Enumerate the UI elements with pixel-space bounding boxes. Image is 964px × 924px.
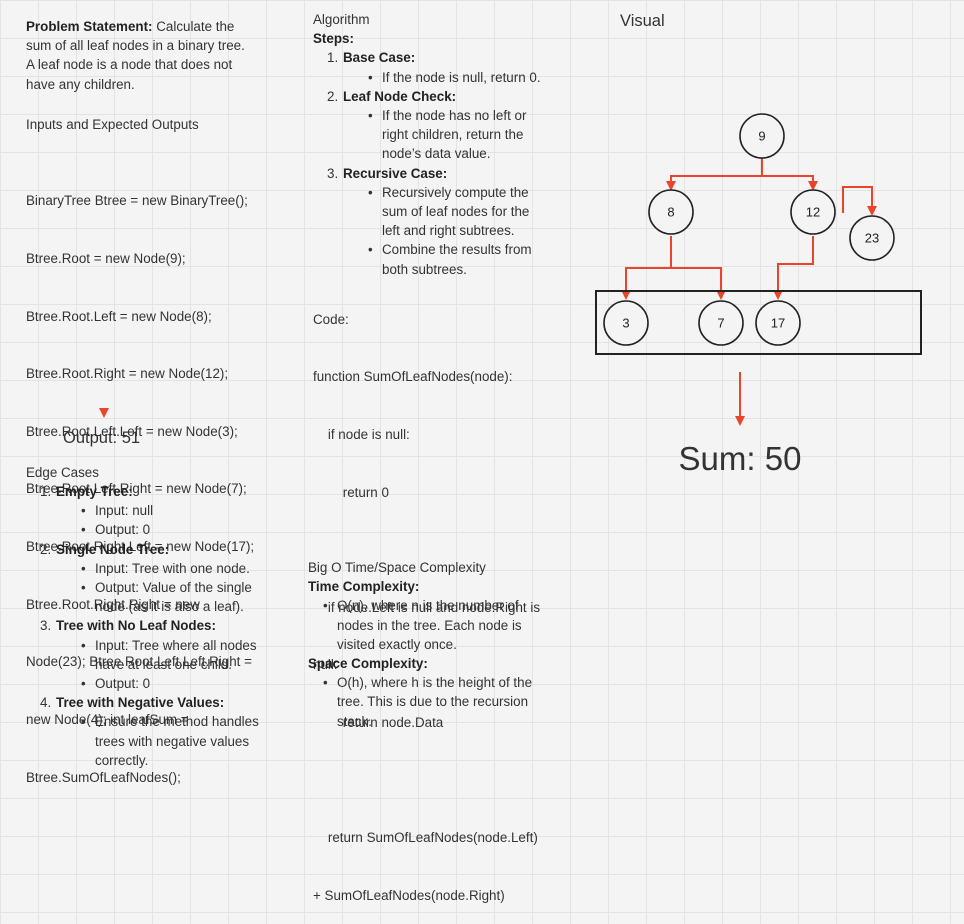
step-number: 1. (327, 50, 339, 66)
problem-line-4: have any children. (26, 76, 135, 92)
node-label-9: 9 (758, 129, 765, 144)
node-circle-7 (698, 300, 744, 346)
node-label-12: 12 (806, 205, 820, 220)
time-complexity-bullet: O(n), where n is the number of nodes in … (323, 596, 547, 654)
step-bullet: If the node has no left or right childre… (368, 106, 547, 164)
visual-title: Visual (620, 12, 665, 30)
problem-label: Problem Statement: (26, 19, 153, 34)
algorithm-step: 2.Leaf Node Check: If the node has no le… (327, 87, 563, 164)
step-number: 2. (327, 88, 339, 104)
node-circle-8 (648, 189, 694, 235)
edge-case-bullet: Output: 0 (81, 674, 270, 693)
node-label-7: 7 (717, 316, 724, 331)
edge-case-title: Tree with Negative Values: (56, 695, 225, 711)
output-label: Output: 51 (63, 429, 141, 447)
edge-case-title: Tree with No Leaf Nodes: (56, 618, 216, 634)
algorithm-section: Algorithm Steps: 1.Base Case: If the nod… (313, 10, 563, 279)
edge-case-bullet: Ensure the method handles trees with neg… (81, 712, 260, 770)
pseudo-code-line: if node is null: (313, 427, 410, 443)
input-code-line: Btree.Root = new Node(9); (26, 251, 186, 267)
node-label-23: 23 (865, 231, 879, 246)
edge-case-number: 2. (40, 541, 52, 557)
edge-case-number: 1. (40, 484, 52, 499)
edge-case-bullet: Input: Tree where all nodes have at leas… (81, 636, 270, 674)
leaf-nodes-box (595, 290, 922, 355)
edge-9-to-8 (666, 158, 763, 191)
algorithm-step: 1.Base Case: If the node is null, return… (327, 48, 563, 87)
steps-label: Steps: (313, 31, 354, 47)
edge-cases-list: 1. Empty Tree: Input: null Output: 0 2.Si… (40, 482, 270, 770)
edge-case-item: 1. Empty Tree: Input: null Output: 0 (40, 482, 270, 540)
step-number: 3. (327, 165, 339, 181)
edge-cases-heading: Edge Cases (26, 465, 99, 480)
node-label-8: 8 (667, 205, 674, 220)
edge-case-bullet: Output: Value of the single node (as it … (81, 578, 270, 616)
pseudo-code-line: return SumOfLeafNodes(node.Left) (313, 830, 538, 846)
edge-case-number: 3. (40, 618, 52, 634)
pseudo-code-line: return 0 (313, 484, 389, 500)
edge-case-bullet: Input: Tree with one node. (81, 559, 270, 578)
node-label-3: 3 (622, 316, 629, 331)
bigo-heading: Big O Time/Space Complexity (308, 560, 486, 575)
step-bullet: Recursively compute the sum of leaf node… (368, 183, 547, 241)
problem-line-2: sum of all leaf nodes in a binary tree. (26, 38, 245, 54)
edge-case-title: Empty Tree: (56, 484, 133, 499)
problem-statement: Problem Statement: Calculate the sum of … (26, 17, 276, 94)
algorithm-step: 3.Recursive Case: Recursively compute th… (327, 164, 563, 279)
step-bullet: If the node is null, return 0. (368, 68, 552, 87)
input-code-line: BinaryTree Btree = new BinaryTree(); (26, 193, 248, 209)
edge-8-to-7 (671, 267, 726, 300)
edge-case-item: 2.Single Node Tree: Input: Tree with one… (40, 540, 270, 617)
step-title: Recursive Case: (343, 165, 448, 181)
problem-line-1: Problem Statement: Calculate the (26, 17, 276, 36)
edge-8-to-3 (621, 236, 672, 300)
step-title: Leaf Node Check: (343, 88, 457, 104)
code-heading: Code: (313, 312, 349, 327)
input-code-line: Btree.SumOfLeafNodes(); (26, 769, 181, 785)
node-circle-3 (603, 300, 649, 346)
node-circle-17 (755, 300, 801, 346)
edge-case-number: 4. (40, 695, 52, 711)
edge-case-item: 3.Tree with No Leaf Nodes: Input: Tree w… (40, 616, 270, 693)
tree-diagram: 9 8 12 23 3 7 17 Sum: 50 (99, 113, 922, 477)
input-code-line: Btree.Root.Right = new Node(12); (26, 366, 229, 382)
input-code-line: Btree.Root.Left = new Node(8); (26, 308, 212, 324)
edge-9-to-12 (762, 175, 818, 191)
input-code-line: Btree.Root.Left.Left = new Node(3); (26, 423, 238, 439)
node-label-17: 17 (771, 316, 785, 331)
step-title: Base Case: (343, 50, 416, 66)
edge-case-bullet: Output: 0 (81, 520, 265, 539)
edge-case-item: 4.Tree with Negative Values: Ensure the … (40, 693, 270, 770)
space-complexity-label: Space Complexity: (308, 656, 428, 672)
node-circle-23 (849, 215, 895, 261)
problem-text-1: Calculate the (152, 19, 235, 34)
sum-label: Sum: 50 (679, 440, 802, 477)
edge-12-to-17 (773, 236, 814, 300)
problem-line-3: A leaf node is a node that does not (26, 57, 233, 73)
pseudo-code-line: null: (313, 657, 338, 673)
edge-case-title: Single Node Tree: (56, 541, 170, 557)
space-complexity-bullet: O(h), where h is the height of the tree.… (323, 673, 547, 731)
step-bullet: Combine the results from both subtrees. (368, 240, 547, 278)
input-code-line: Btree.Root.Left.Right = new Node(7); (26, 481, 247, 497)
algorithm-heading: Algorithm (313, 12, 370, 27)
time-complexity-label: Time Complexity: (308, 579, 420, 595)
complexity-section: Big O Time/Space Complexity Time Complex… (308, 558, 553, 731)
node-circle-9 (739, 113, 785, 159)
input-code-line: Btree.Root.Right.Left = new Node(17); (26, 539, 255, 555)
edge-case-bullet: Input: null (81, 501, 265, 520)
edge-12-to-23 (842, 186, 877, 216)
node-circle-12 (790, 189, 836, 235)
inputs-heading: Inputs and Expected Outputs (26, 117, 199, 132)
pseudo-code-line: function SumOfLeafNodes(node): (313, 369, 513, 385)
pseudo-code-line: + SumOfLeafNodes(node.Right) (313, 887, 505, 903)
